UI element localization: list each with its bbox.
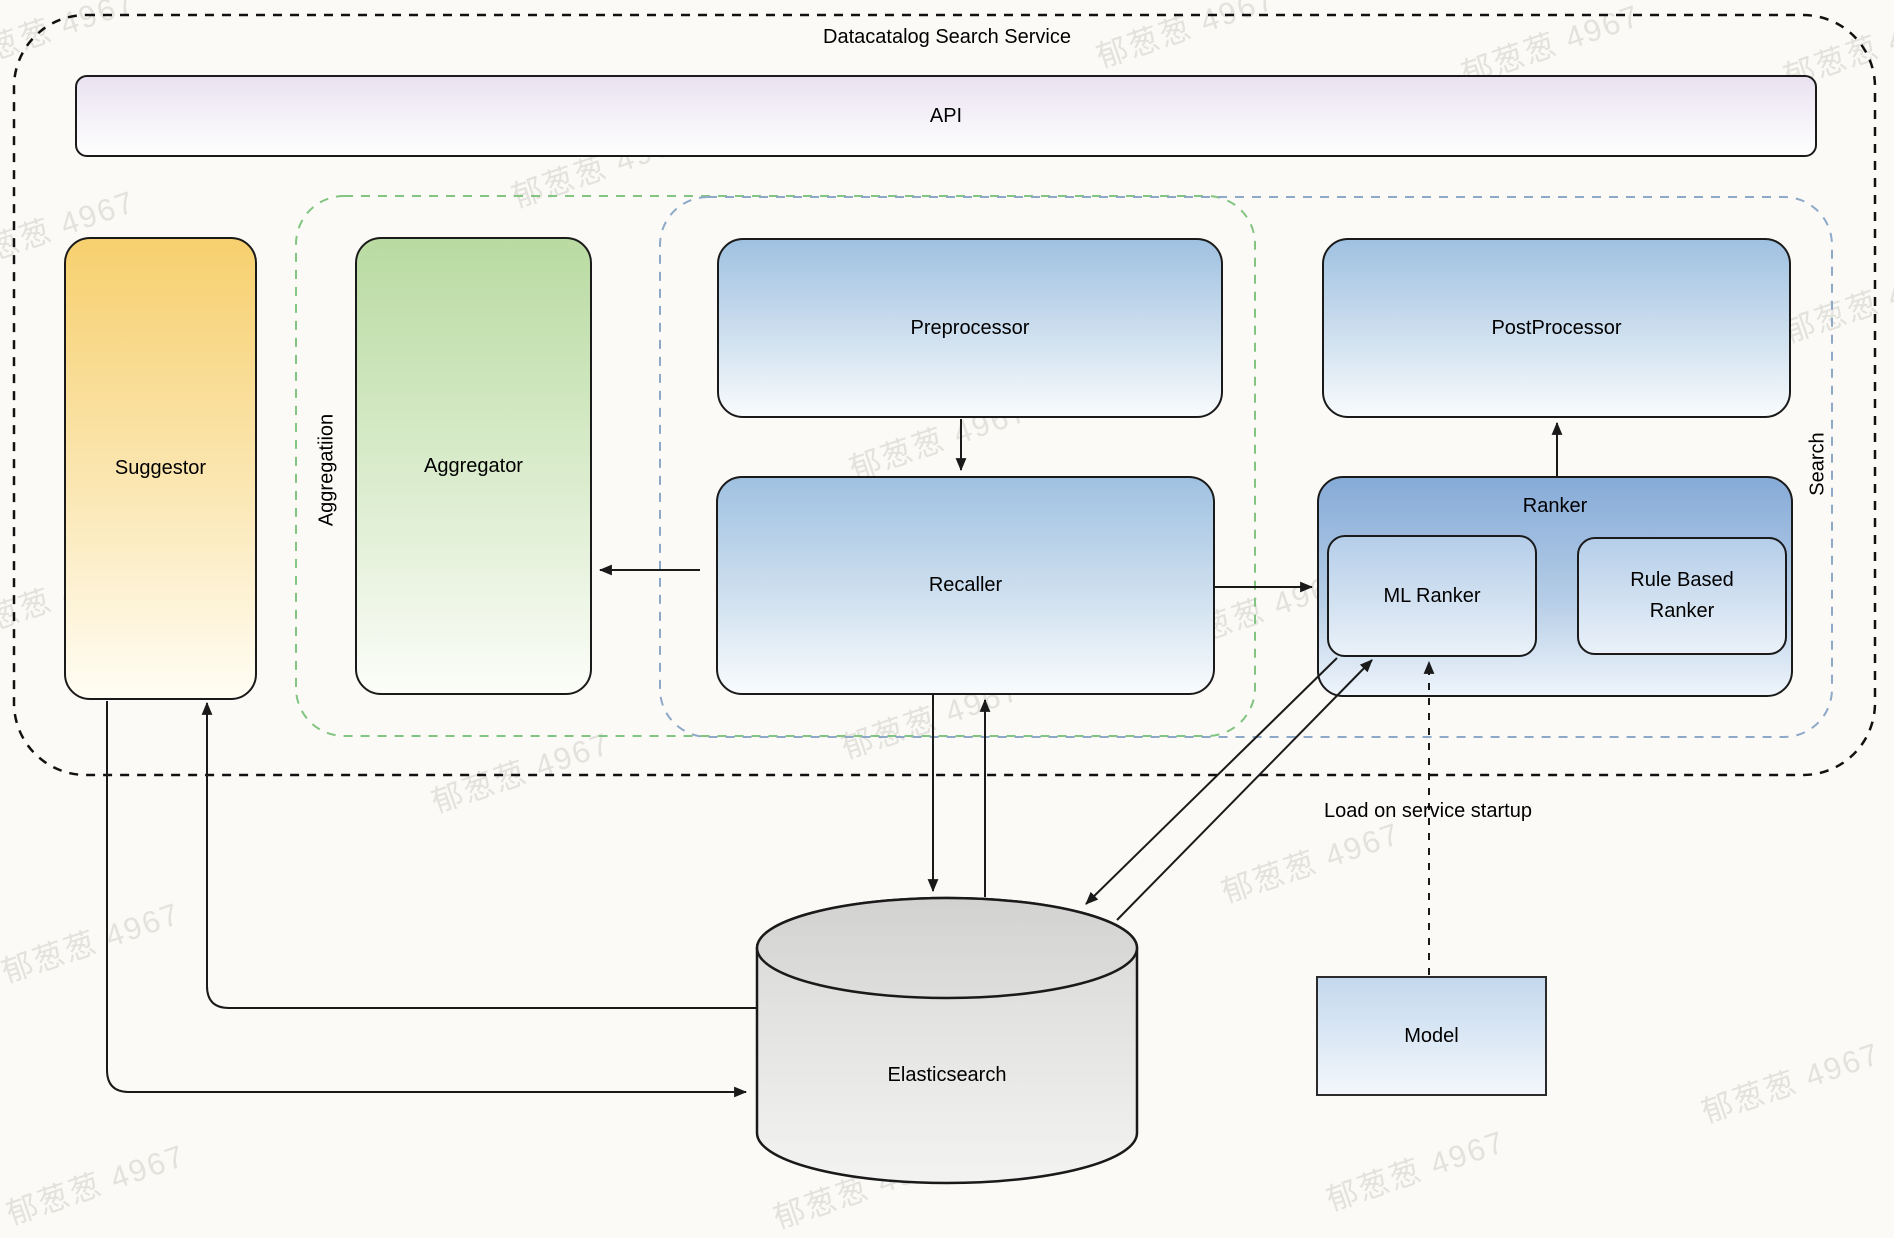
api-label: API: [929, 104, 963, 127]
postprocessor-label: PostProcessor: [1491, 316, 1622, 339]
ranker-label: Ranker: [1522, 495, 1588, 517]
rule-based-ranker-node: Rule Based Ranker: [1577, 537, 1787, 655]
model-node: Model: [1316, 976, 1547, 1096]
suggestor-node: Suggestor: [64, 237, 257, 700]
suggestor-label: Suggestor: [114, 457, 207, 479]
search-group-label: Search: [1806, 432, 1829, 496]
search-group-dashed-box: [659, 196, 1833, 738]
recaller-label: Recaller: [928, 574, 1003, 596]
aggregation-group-dashed-box: [295, 195, 1256, 737]
preprocessor-label: Preprocessor: [910, 316, 1030, 339]
aggregator-node: Aggregator: [355, 237, 592, 695]
recaller-node: Recaller: [716, 476, 1215, 695]
model-label: Model: [1404, 1024, 1459, 1047]
ml-ranker-node: ML Ranker: [1327, 535, 1537, 657]
postprocessor-node: PostProcessor: [1322, 238, 1791, 418]
diagram-title: Datacatalog Search Service: [823, 26, 1071, 48]
api-node: API: [75, 75, 1817, 157]
rule-based-ranker-label: Rule Based Ranker: [1630, 569, 1734, 622]
aggregator-label: Aggregator: [424, 454, 523, 477]
ml-ranker-label: ML Ranker: [1383, 584, 1481, 607]
aggregation-group-label: Aggregatiion: [315, 413, 338, 527]
preprocessor-node: Preprocessor: [717, 238, 1223, 418]
elasticsearch-cylinder: [755, 896, 1139, 1185]
service-boundary-dashed-box: [12, 13, 1877, 777]
